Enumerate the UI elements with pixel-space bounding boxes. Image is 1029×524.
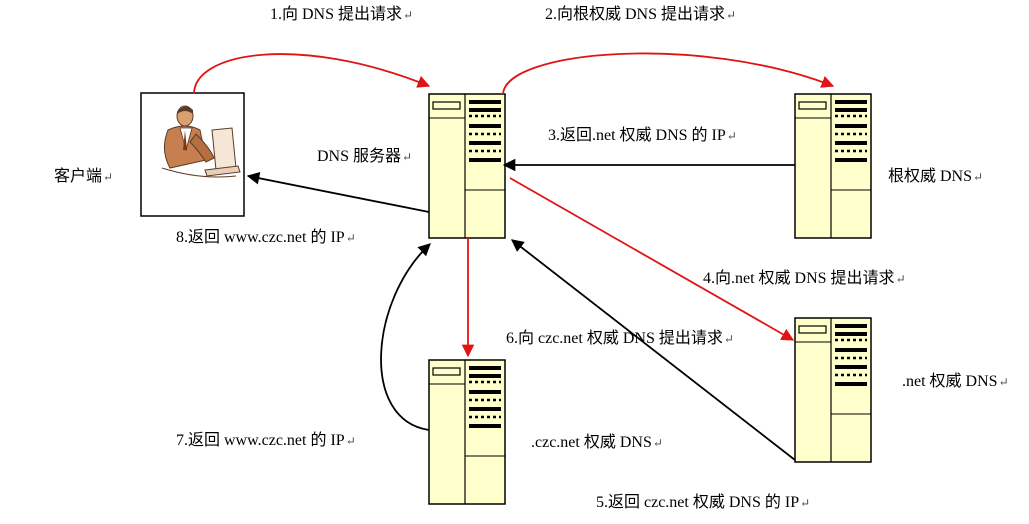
step8-label: 8.返回 www.czc.net 的 IP↵ xyxy=(176,229,356,246)
czc-dns-server-icon xyxy=(427,358,507,506)
step3-label: 3.返回.net 权威 DNS 的 IP↵ xyxy=(548,127,737,144)
step7-label: 7.返回 www.czc.net 的 IP↵ xyxy=(176,432,356,449)
dns-server-label: DNS 服务器↵ xyxy=(317,148,413,165)
step6-label: 6.向 czc.net 权威 DNS 提出请求↵ xyxy=(506,330,734,347)
step1-label: 1.向 DNS 提出请求↵ xyxy=(270,6,414,23)
step5-arrow xyxy=(511,239,796,461)
step1-arrow xyxy=(193,53,431,95)
client-label: 客户端↵ xyxy=(54,168,114,185)
net-dns-label: .net 权威 DNS↵ xyxy=(902,373,1009,390)
step4-arrow xyxy=(509,177,795,341)
client-person-icon xyxy=(140,92,245,217)
step2-label: 2.向根权威 DNS 提出请求↵ xyxy=(545,6,737,23)
step4-label: 4.向.net 权威 DNS 提出请求↵ xyxy=(703,270,906,287)
step7-arrow xyxy=(380,243,431,431)
root-dns-server-icon xyxy=(793,92,873,240)
dns-server-icon xyxy=(427,92,507,240)
step5-label: 5.返回 czc.net 权威 DNS 的 IP↵ xyxy=(596,494,811,511)
step2-arrow xyxy=(502,52,835,95)
root-dns-label: 根权威 DNS↵ xyxy=(888,168,984,185)
step8-arrow xyxy=(246,172,430,213)
czc-dns-label: .czc.net 权威 DNS↵ xyxy=(531,434,663,451)
net-dns-server-icon xyxy=(793,316,873,464)
